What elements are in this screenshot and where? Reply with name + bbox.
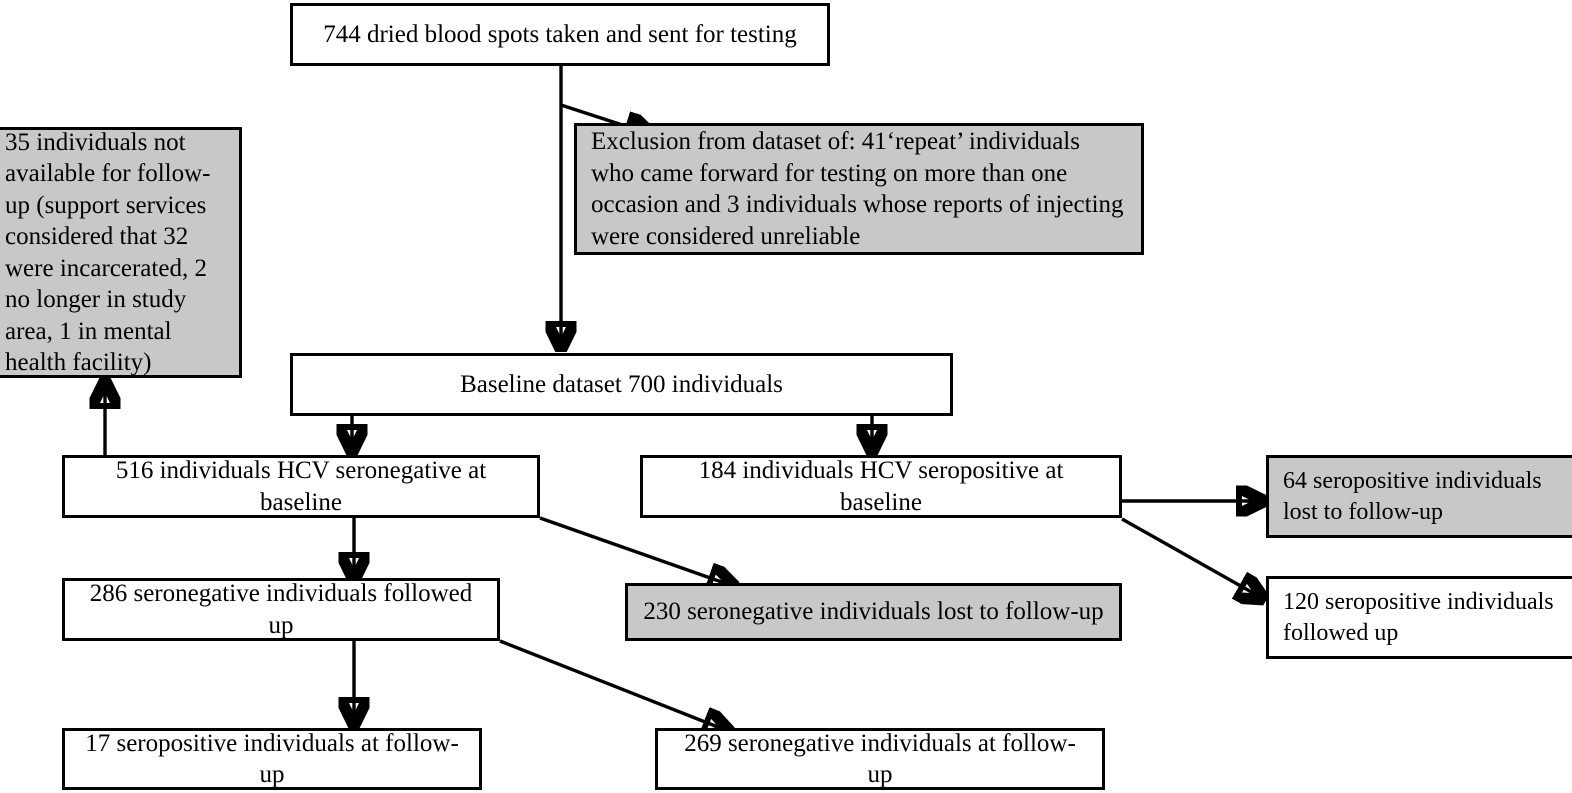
- node-total-tested[interactable]: 744 dried blood spots taken and sent for…: [290, 3, 830, 66]
- node-not-available-for-followup[interactable]: 35 individuals not available for follow-…: [0, 127, 242, 378]
- connector-seronegative-to-lost: [539, 516, 733, 586]
- node-seronegative-followed[interactable]: 286 seronegative individuals followed up: [62, 578, 500, 641]
- node-baseline-dataset-label: Baseline dataset 700 individuals: [460, 370, 783, 398]
- connector-followed-to-seronegative-followup: [499, 639, 728, 731]
- node-seronegative-at-followup[interactable]: 269 seronegative individuals at follow-u…: [655, 728, 1105, 790]
- node-seronegative-baseline[interactable]: 516 individuals HCV seronegative at base…: [62, 455, 540, 518]
- node-seropositive-baseline[interactable]: 184 individuals HCV seropositive at base…: [640, 455, 1122, 518]
- node-exclusions[interactable]: Exclusion from dataset of: 41‘repeat’ in…: [574, 123, 1144, 255]
- node-seropositive-at-followup[interactable]: 17 seropositive individuals at follow-up: [62, 728, 482, 790]
- connector-seropositive-to-followed: [1121, 517, 1262, 598]
- node-seronegative-at-followup-label: 269 seronegative individuals at follow-u…: [684, 729, 1076, 789]
- node-seropositive-followed[interactable]: 120 seropositive individuals followed up: [1266, 576, 1572, 659]
- node-exclusions-label: Exclusion from dataset of: 41‘repeat’ in…: [591, 128, 1124, 250]
- node-baseline-dataset[interactable]: Baseline dataset 700 individuals: [290, 353, 953, 416]
- node-seronegative-baseline-label: 516 individuals HCV seronegative at base…: [115, 457, 487, 516]
- node-seronegative-lost-label: 230 seronegative individuals lost to fol…: [643, 598, 1104, 626]
- node-seropositive-baseline-label: 184 individuals HCV seropositive at base…: [698, 457, 1064, 516]
- node-seronegative-lost[interactable]: 230 seronegative individuals lost to fol…: [625, 583, 1122, 641]
- node-seropositive-at-followup-label: 17 seropositive individuals at follow-up: [85, 729, 459, 789]
- node-seropositive-lost[interactable]: 64 seropositive individuals lost to foll…: [1266, 455, 1572, 538]
- node-not-available-for-followup-label: 35 individuals not available for follow-…: [5, 128, 211, 377]
- node-seropositive-followed-label: 120 seropositive individuals followed up: [1283, 589, 1554, 646]
- node-seropositive-lost-label: 64 seropositive individuals lost to foll…: [1283, 468, 1542, 525]
- node-total-tested-label: 744 dried blood spots taken and sent for…: [323, 20, 797, 48]
- node-seronegative-followed-label: 286 seronegative individuals followed up: [89, 580, 473, 639]
